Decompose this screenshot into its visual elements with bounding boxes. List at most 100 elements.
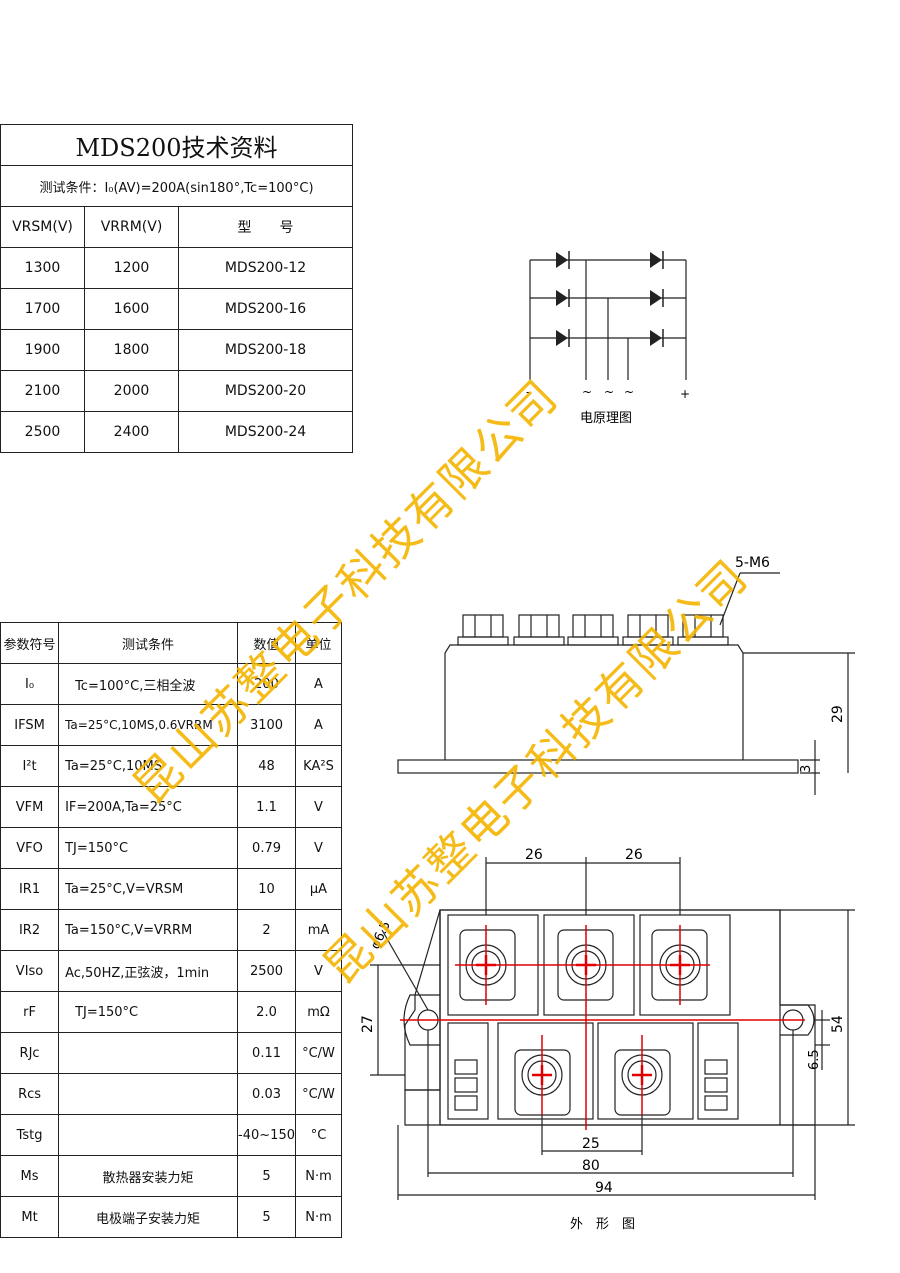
unit-cell: V xyxy=(295,786,342,828)
model-cell: MDS200-20 xyxy=(178,370,353,412)
value-cell: 1.1 xyxy=(237,786,296,828)
table-row: RJc 0.11°C/W xyxy=(0,1032,342,1074)
condition-cell xyxy=(58,1073,239,1115)
col-condition: 测试条件 xyxy=(58,622,239,664)
dim-left: 27 xyxy=(360,1015,376,1033)
table-row: 1300 1200 MDS200-12 xyxy=(0,247,353,289)
value-cell: 10 xyxy=(237,868,296,910)
symbol-cell: VFO xyxy=(0,827,60,869)
symbol-cell: IR2 xyxy=(0,909,60,951)
unit-cell: V xyxy=(295,950,342,992)
terminal-minus: - xyxy=(526,385,530,399)
unit-cell: mΩ xyxy=(295,991,342,1033)
vrrm-cell: 1200 xyxy=(84,247,179,289)
unit-cell: N·m xyxy=(295,1155,342,1197)
model-table: MDS200技术资料 测试条件：I₀(AV)=200A(sin180°,Tc=1… xyxy=(0,124,353,453)
vrsm-cell: 1900 xyxy=(0,329,85,371)
symbol-cell: VIso xyxy=(0,950,60,992)
vrrm-cell: 2000 xyxy=(84,370,179,412)
thread-label: 5-M6 xyxy=(735,555,770,571)
table-row: Tstg-40~150°C xyxy=(0,1114,342,1156)
terminal-plus: + xyxy=(680,387,690,401)
value-cell: 2 xyxy=(237,909,296,951)
symbol-cell: Mt xyxy=(0,1196,60,1238)
vrsm-cell: 1700 xyxy=(0,288,85,330)
model-cell: MDS200-18 xyxy=(178,329,353,371)
value-cell: 0.03 xyxy=(237,1073,296,1115)
condition-cell: TJ=150°C xyxy=(58,827,239,869)
value-cell: 5 xyxy=(237,1155,296,1197)
unit-cell: mA xyxy=(295,909,342,951)
condition-cell: Tc=100°C,三相全波 xyxy=(58,663,239,705)
symbol-cell: IFSM xyxy=(0,704,60,746)
vrrm-cell: 2400 xyxy=(84,411,179,453)
unit-cell: KA²S xyxy=(295,745,342,787)
diode-icon xyxy=(556,251,664,347)
value-cell: 2.0 xyxy=(237,991,296,1033)
model-cell: MDS200-24 xyxy=(178,411,353,453)
vrsm-cell: 2500 xyxy=(0,411,85,453)
condition-cell: IF=200A,Ta=25°C xyxy=(58,786,239,828)
value-cell: 2500 xyxy=(237,950,296,992)
condition-cell: Ac,50HZ,正弦波，1min xyxy=(58,950,239,992)
value-cell: -40~150 xyxy=(237,1114,296,1156)
model-cell: MDS200-12 xyxy=(178,247,353,289)
symbol-cell: RJc xyxy=(0,1032,60,1074)
top-view-drawing: 26 26 φ6.5 27 54 6.5 25 80 94 外 形 图 xyxy=(360,847,855,1232)
terminal-ac2: ~ xyxy=(604,385,614,399)
vrsm-cell: 1300 xyxy=(0,247,85,289)
dim-offset: 6.5 xyxy=(807,1049,822,1070)
dim-base: 3 xyxy=(799,765,814,773)
unit-cell: μA xyxy=(295,868,342,910)
condition-cell: TJ=150°C xyxy=(58,991,239,1033)
symbol-cell: Tstg xyxy=(0,1114,60,1156)
symbol-cell: I₀ xyxy=(0,663,60,705)
col-symbol: 参数符号 xyxy=(0,622,60,664)
unit-cell: A xyxy=(295,663,342,705)
unit-cell: N·m xyxy=(295,1196,342,1238)
col-vrrm: VRRM(V) xyxy=(84,206,179,248)
side-view-drawing: 5-M6 29 3 xyxy=(397,555,855,795)
test-condition: 测试条件：I₀(AV)=200A(sin180°,Tc=100°C) xyxy=(0,165,353,207)
dim-height-top: 54 xyxy=(830,1015,846,1033)
terminal-ac3: ~ xyxy=(624,385,634,399)
terminal-ac1: ~ xyxy=(582,385,592,399)
value-cell: 48 xyxy=(237,745,296,787)
value-cell: 0.79 xyxy=(237,827,296,869)
center-lines xyxy=(400,925,805,1130)
condition-cell xyxy=(58,1032,239,1074)
table-row: 2500 2400 MDS200-24 xyxy=(0,411,353,453)
condition-cell xyxy=(58,1114,239,1156)
schematic-caption: 电原理图 xyxy=(580,411,632,426)
symbol-cell: Ms xyxy=(0,1155,60,1197)
col-vrsm: VRSM(V) xyxy=(0,206,85,248)
symbol-cell: rF xyxy=(0,991,60,1033)
condition-cell: Ta=25°C,V=VRSM xyxy=(58,868,239,910)
col-model: 型 号 xyxy=(178,206,353,248)
symbol-cell: IR1 xyxy=(0,868,60,910)
value-cell: 0.11 xyxy=(237,1032,296,1074)
dim-inner: 25 xyxy=(582,1136,600,1152)
unit-cell: V xyxy=(295,827,342,869)
table-row: 1900 1800 MDS200-18 xyxy=(0,329,353,371)
condition-cell: 电极端子安装力矩 xyxy=(58,1196,239,1238)
dim-mount: 80 xyxy=(582,1158,600,1174)
outline-caption: 外 形 图 xyxy=(570,1217,635,1232)
value-cell: 200 xyxy=(237,663,296,705)
table-row: 1700 1600 MDS200-16 xyxy=(0,288,353,330)
col-unit: 单位 xyxy=(295,622,342,664)
unit-cell: °C/W xyxy=(295,1032,342,1074)
symbol-cell: VFM xyxy=(0,786,60,828)
condition-cell: Ta=150°C,V=VRRM xyxy=(58,909,239,951)
value-cell: 3100 xyxy=(237,704,296,746)
table-row: 2100 2000 MDS200-20 xyxy=(0,370,353,412)
